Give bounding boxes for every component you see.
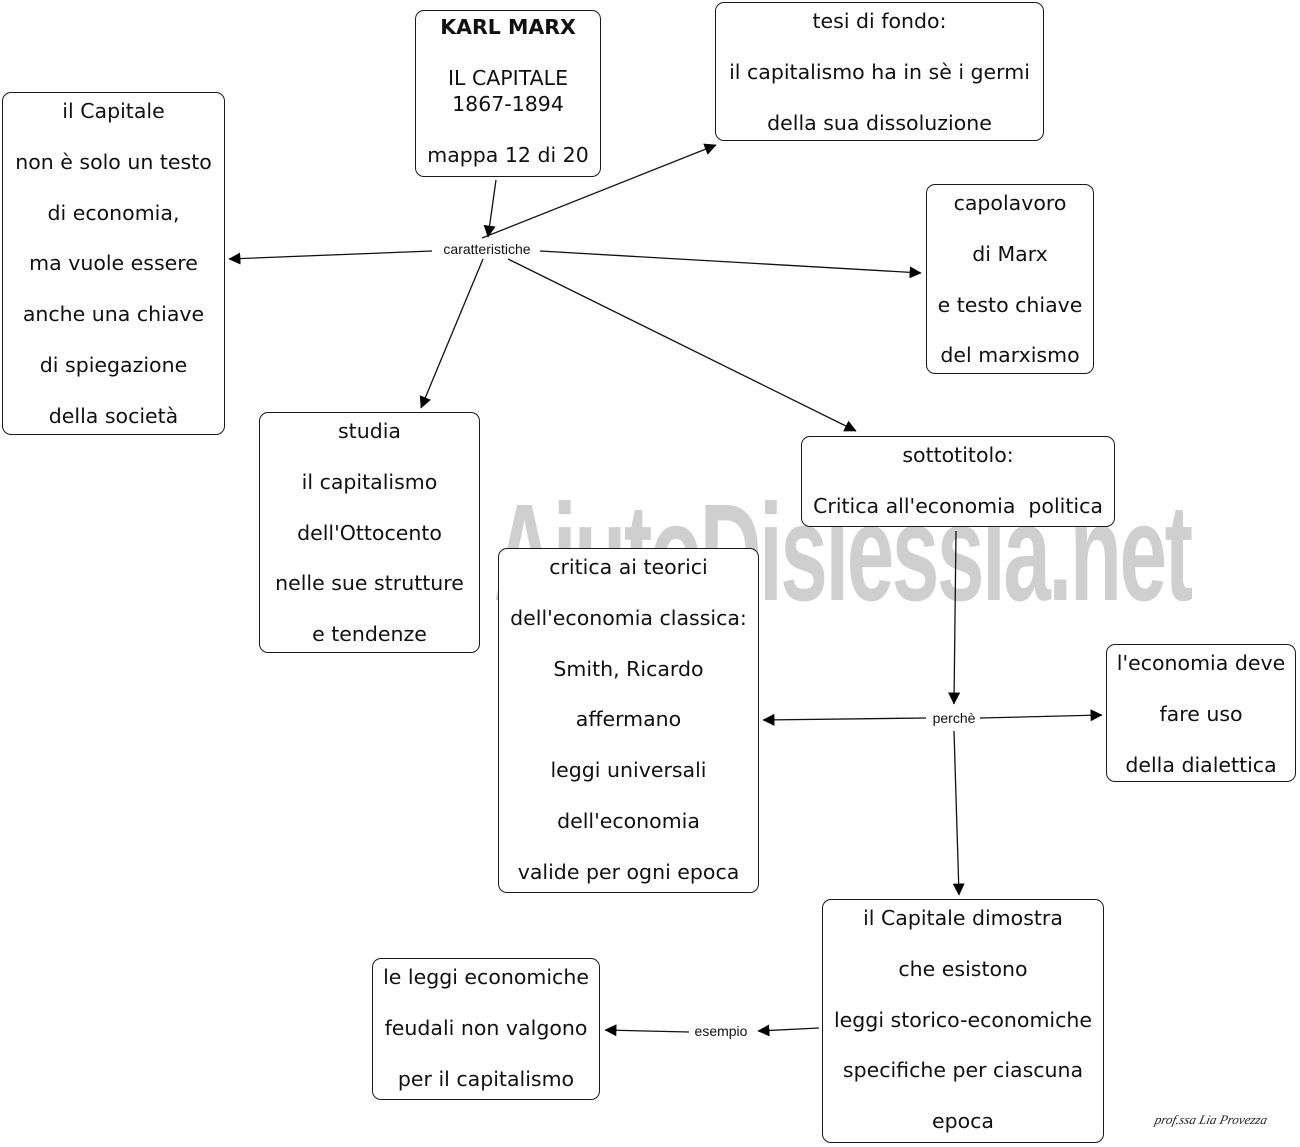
node-line: di spiegazione [39, 352, 188, 377]
node-capolavoro: capolavoro di Marx e testo chiave del ma… [926, 184, 1094, 374]
node-line: di Marx [972, 241, 1048, 266]
node-line: di economia, [47, 200, 180, 225]
node-line: il capitalismo [301, 469, 438, 494]
edge-caratteristiche-to-tesi [481, 143, 717, 239]
node-line: fare uso [1159, 701, 1243, 726]
node-line: della società [48, 403, 179, 428]
node-line: IL CAPITALE [447, 66, 569, 90]
node-line: affermano [575, 707, 682, 732]
node-line: che esistono [898, 956, 1028, 981]
node-title: KARL MARX [440, 15, 576, 39]
node-line: Smith, Ricardo [553, 656, 704, 681]
node-line: capolavoro [953, 191, 1067, 215]
node-line: critica ai teorici [549, 555, 708, 579]
node-karl-marx: KARL MARX IL CAPITALE 1867-1894 mappa 12… [415, 10, 601, 177]
link-label-perche: perchè [929, 709, 979, 727]
node-line: le leggi economiche [383, 965, 589, 989]
node-line: valide per ogni epoca [517, 859, 740, 884]
node-line: non è solo un testo [15, 149, 212, 174]
edge-sottotitolo-to-perche [948, 530, 961, 705]
node-critica-teorici: critica ai teorici dell'economia classic… [498, 548, 759, 893]
node-line: per il capitalismo [397, 1066, 575, 1091]
edge-caratteristiche-to-capitale [228, 250, 433, 265]
author-signature: prof.ssa Lia Provezza [1153, 1112, 1269, 1127]
node-line: del marxismo [940, 343, 1080, 368]
edge-dimostra-to-esempio [757, 1024, 820, 1037]
node-line: anche una chiave [22, 302, 205, 327]
node-line: e tendenze [312, 622, 427, 647]
node-line: il capitalismo ha in sè i germi [729, 59, 1030, 84]
node-line: l'economia deve [1116, 651, 1286, 675]
edge-caratteristiche-to-sottotitolo [507, 258, 857, 432]
link-label-caratteristiche: caratteristiche [440, 240, 534, 258]
edge-esempio-to-feudali [604, 1024, 690, 1037]
node-line: tesi di fondo: [812, 9, 947, 33]
node-line: dell'economia [557, 808, 700, 833]
node-dialettica: l'economia deve fare uso della dialettic… [1106, 644, 1296, 782]
edge-marx-to-caratteristiche [483, 179, 497, 238]
node-line: il Capitale [62, 99, 165, 123]
node-line: della sua dissoluzione [767, 110, 992, 135]
node-line: e testo chiave [937, 292, 1083, 317]
node-line: studia [338, 419, 401, 443]
edge-perche-to-critica [762, 713, 927, 726]
node-line: epoca [931, 1109, 994, 1134]
node-tesi-di-fondo: tesi di fondo: il capitalismo ha in sè i… [715, 2, 1044, 141]
node-studia: studia il capitalismo dell'Ottocento nel… [259, 412, 480, 653]
node-line: leggi universali [550, 758, 707, 783]
node-line: della dialettica [1125, 752, 1277, 777]
edge-perche-to-dialettica [979, 709, 1103, 722]
node-il-capitale: il Capitale non è solo un testo di econo… [2, 92, 225, 435]
edge-caratteristiche-to-capolavoro [539, 250, 922, 279]
edge-perche-to-dimostra [952, 730, 965, 896]
link-label-esempio: esempio [691, 1022, 751, 1040]
node-line: Critica all'economia politica [813, 493, 1103, 518]
node-leggi-feudali: le leggi economiche feudali non valgono … [372, 958, 600, 1100]
node-line: dell'economia classica: [510, 605, 747, 630]
node-capitale-dimostra: il Capitale dimostra che esistono leggi … [822, 899, 1104, 1143]
node-line: sottotitolo: [902, 443, 1014, 467]
node-line: mappa 12 di 20 [427, 142, 589, 167]
node-line: specifiche per ciascuna [842, 1058, 1084, 1083]
node-line: ma vuole essere [29, 251, 198, 276]
node-line: dell'Ottocento [297, 520, 442, 545]
node-sottotitolo: sottotitolo: Critica all'economia politi… [801, 436, 1115, 527]
node-line: leggi storico-economiche [833, 1007, 1093, 1032]
node-line: il Capitale dimostra [863, 906, 1063, 930]
edge-caratteristiche-to-studia [419, 258, 484, 409]
node-line: feudali non valgono [384, 1015, 588, 1040]
node-line: 1867-1894 [452, 91, 564, 116]
node-line: nelle sue strutture [275, 571, 464, 596]
